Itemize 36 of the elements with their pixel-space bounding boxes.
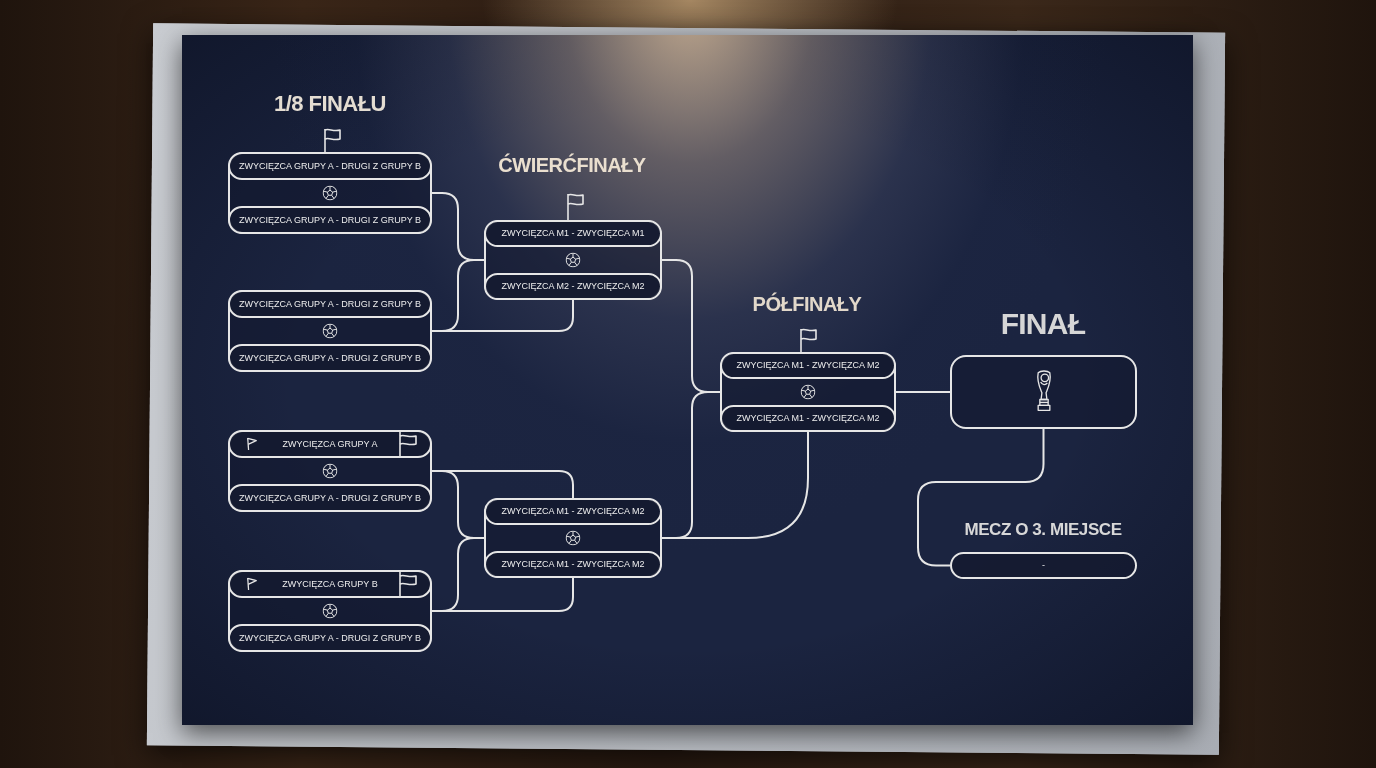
connector-line: [431, 299, 574, 332]
match-slot: ZWYCIĘZCA M1 - ZWYCIĘZCA M2: [720, 352, 896, 379]
connector-line: [661, 431, 809, 539]
match-slot: ZWYCIĘZCA GRUPY A - DRUGI Z GRUPY B: [228, 484, 432, 512]
match-slot: ZWYCIĘZCA GRUPY A - DRUGI Z GRUPY B: [228, 344, 432, 372]
round-heading: PÓŁFINAŁY: [752, 294, 862, 314]
connector-line: [431, 577, 574, 612]
match-slot: ZWYCIĘZCA GRUPY A - DRUGI Z GRUPY B: [228, 624, 432, 652]
match-slot: ZWYCIĘZCA M1 - ZWYCIĘZCA M2: [720, 405, 896, 432]
match-slot: -: [950, 552, 1137, 579]
round-heading: ĆWIERĆFINAŁY: [498, 155, 646, 175]
match-slot: ZWYCIĘZCA M1 - ZWYCIĘZCA M1: [484, 220, 662, 247]
team-label: ZWYCIĘZCA GRUPY A: [282, 439, 378, 449]
connector-line: [917, 428, 1045, 567]
round-heading: FINAŁ: [1000, 309, 1086, 339]
match-slot: ZWYCIĘZCA GRUPY A - DRUGI Z GRUPY B: [228, 290, 432, 318]
team-label: ZWYCIĘZCA GRUPY B: [282, 579, 378, 589]
match-card: [228, 290, 432, 372]
match-card: [228, 430, 432, 512]
match-slot: [228, 570, 432, 598]
final-card: [950, 355, 1137, 429]
match-slot: ZWYCIĘZCA M1 - ZWYCIĘZCA M2: [484, 551, 662, 578]
connector-line: [895, 391, 951, 393]
round-heading: 1/8 FINAŁU: [274, 93, 386, 115]
match-card: [484, 220, 662, 300]
match-slot: ZWYCIĘZCA GRUPY A - DRUGI Z GRUPY B: [228, 152, 432, 180]
connector-line: [431, 470, 574, 499]
match-card: [720, 352, 896, 432]
match-slot: ZWYCIĘZCA M1 - ZWYCIĘZCA M2: [484, 498, 662, 525]
match-slot: ZWYCIĘZCA M2 - ZWYCIĘZCA M2: [484, 273, 662, 300]
match-card: [228, 152, 432, 234]
match-slot: ZWYCIĘZCA GRUPY A - DRUGI Z GRUPY B: [228, 206, 432, 234]
match-slot: [228, 430, 432, 458]
match-card: [228, 570, 432, 652]
round-heading: MECZ O 3. MIEJSCE: [964, 521, 1122, 538]
match-card: [484, 498, 662, 578]
